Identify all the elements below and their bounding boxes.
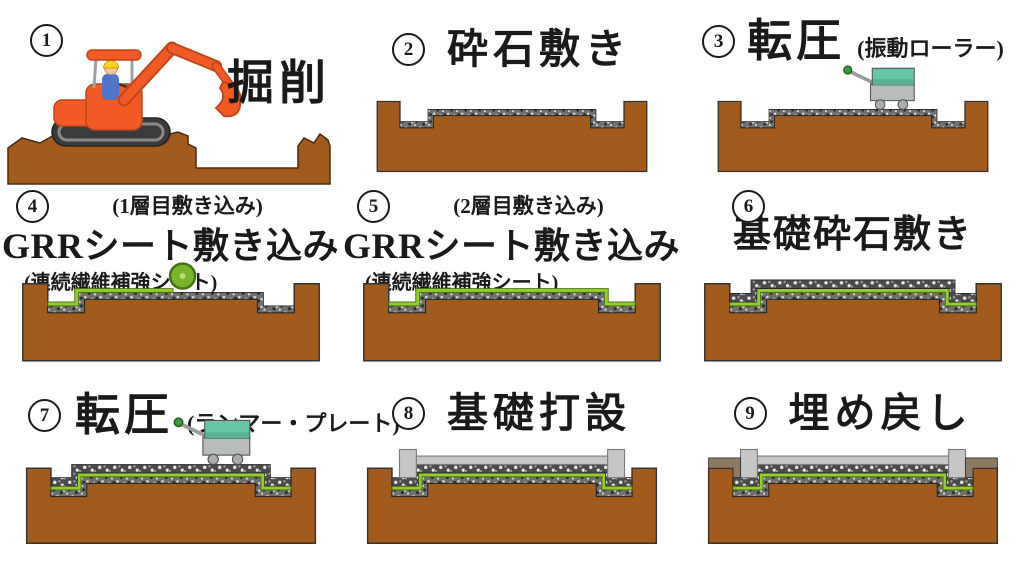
step-number-badge: 4 bbox=[16, 190, 49, 223]
grr-sheet-layer bbox=[387, 287, 636, 306]
concrete-foundation-slab bbox=[398, 449, 625, 479]
step-title: 基礎打設 bbox=[447, 390, 631, 436]
step-number-badge: 3 bbox=[702, 25, 736, 59]
step-title: 基礎砕石敷き bbox=[732, 214, 973, 256]
step-pre-label: (1層目敷き込み) bbox=[112, 194, 263, 218]
cross-section-diagram bbox=[707, 449, 999, 545]
backfill-soil-left bbox=[708, 457, 741, 479]
step-number-badge: 1 bbox=[30, 24, 63, 57]
plate-compactor-icon bbox=[173, 417, 250, 466]
step-title: 転圧 bbox=[75, 390, 174, 440]
concrete-foundation-slab bbox=[739, 449, 967, 479]
crushed-stone-layer bbox=[399, 108, 624, 128]
grr-sheet-layer1 bbox=[46, 287, 173, 306]
panel-header: 9 埋め戻し bbox=[682, 390, 1024, 436]
panel-step-1-excavation: 1 掘削 bbox=[0, 0, 341, 186]
mini-excavator bbox=[51, 41, 242, 147]
grr-sheet-roll-icon bbox=[168, 261, 196, 290]
step-number-badge: 6 bbox=[732, 190, 765, 223]
cross-section-diagram bbox=[704, 279, 1002, 362]
cross-section-diagram bbox=[376, 100, 647, 172]
step-title: 掘削 bbox=[227, 58, 331, 110]
panel-step-5-grr-sheet-layer2: 5 (2層目敷き込み) GRRシート敷き込み (連続繊維補強シート) bbox=[341, 186, 682, 382]
excavator-illustration bbox=[7, 41, 331, 185]
vibration-roller-icon bbox=[843, 65, 915, 110]
foundation-gravel-layer bbox=[729, 279, 977, 303]
foundation-gravel-layer bbox=[50, 464, 291, 487]
panel-step-2-crushed-stone: 2 砕石敷き bbox=[341, 0, 682, 186]
crushed-stone-layer bbox=[740, 108, 966, 128]
panel-step-4-grr-sheet-layer1: 4 (1層目敷き込み) GRRシート敷き込み (連続繊維補強シート) bbox=[0, 186, 341, 382]
step-pre-label: (2層目敷き込み) bbox=[453, 194, 604, 218]
panel-header: 基礎砕石敷き bbox=[682, 214, 1024, 256]
cross-section-diagram bbox=[366, 449, 657, 545]
backfill-soil-right bbox=[965, 457, 998, 479]
step-number-badge: 8 bbox=[392, 397, 425, 431]
cross-section-diagram bbox=[362, 282, 661, 362]
panel-step-7-compaction-plate: 7 転圧 (ランマー・プレート) bbox=[0, 382, 400, 579]
panel-step-3-compaction-roller: 3 転圧 (振動ローラー) bbox=[682, 0, 1024, 186]
step-title: GRRシート敷き込み bbox=[343, 226, 680, 266]
excavator-bucket bbox=[214, 80, 242, 118]
step-title: 埋め戻し bbox=[788, 390, 973, 436]
panel-header: 8 基礎打設 bbox=[341, 390, 682, 436]
panel-step-8-foundation-casting: 8 基礎打設 bbox=[341, 382, 682, 579]
panel-header: 2 砕石敷き bbox=[341, 26, 682, 72]
step-number-badge: 9 bbox=[733, 397, 767, 431]
step-number-badge: 2 bbox=[392, 33, 425, 67]
cross-section-diagram bbox=[21, 261, 320, 362]
panel-step-9-backfill: 9 埋め戻し bbox=[682, 382, 1024, 579]
panel-header: 3 転圧 (振動ローラー) bbox=[682, 16, 1024, 66]
step-title: GRRシート敷き込み bbox=[2, 226, 339, 266]
panel-step-6-foundation-gravel: 6 基礎砕石敷き bbox=[682, 186, 1024, 382]
step-number-badge: 5 bbox=[357, 190, 390, 223]
step-title: 転圧 bbox=[747, 16, 846, 66]
step-number-badge: 7 bbox=[28, 399, 61, 433]
cross-section-diagram bbox=[25, 417, 316, 545]
step-title: 砕石敷き bbox=[447, 26, 631, 72]
step-subtitle: (振動ローラー) bbox=[857, 35, 1004, 61]
cross-section-diagram bbox=[717, 65, 989, 172]
